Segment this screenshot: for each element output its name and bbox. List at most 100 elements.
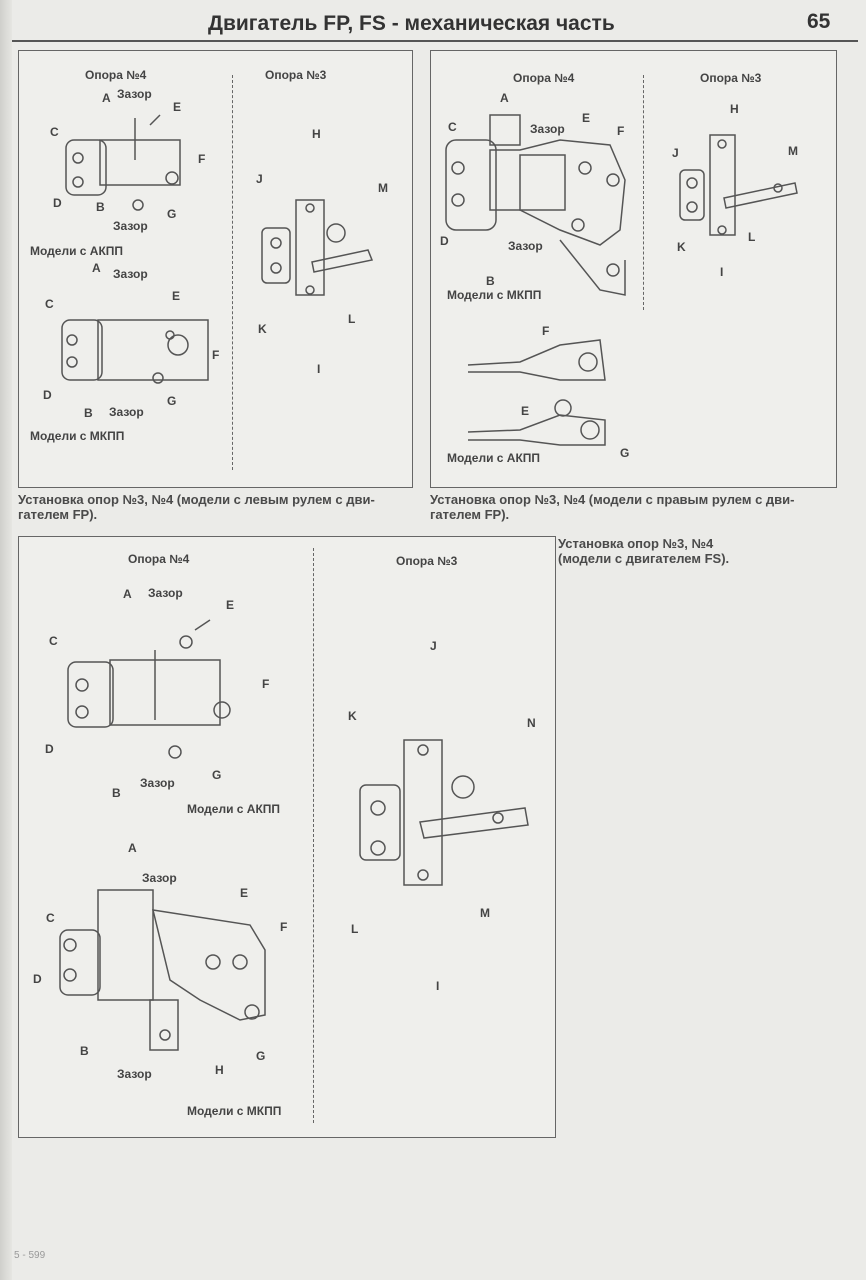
callout-e: E <box>173 100 182 114</box>
fig3-caption: Установка опор №3, №4 (модели с двигател… <box>558 536 730 566</box>
figure-1-frame <box>18 50 413 488</box>
page-title: Двигатель FP, FS - механическая часть <box>208 12 615 35</box>
callout-k: K <box>677 240 686 254</box>
callout-m: M <box>378 181 388 195</box>
callout-h: H <box>312 127 321 141</box>
callout-gap: Зазор <box>113 267 148 281</box>
callout-c: C <box>45 297 54 311</box>
fig2-model-mkpp: Модели с МКПП <box>447 288 542 302</box>
callout-d: D <box>33 972 42 986</box>
callout-g: G <box>167 394 177 408</box>
callout-gap: Зазор <box>142 871 177 885</box>
callout-b: B <box>84 406 93 420</box>
callout-d: D <box>440 234 449 248</box>
fig3-heading-mount-3: Опора №3 <box>396 554 458 568</box>
callout-j: J <box>256 172 263 186</box>
callout-i: I <box>436 979 440 993</box>
callout-gap: Зазор <box>508 239 543 253</box>
callout-a: A <box>128 841 137 855</box>
callout-g: G <box>620 446 630 460</box>
mount-3-drawing-1 <box>261 199 374 296</box>
callout-b: B <box>80 1044 89 1058</box>
page-number: 65 <box>807 10 831 33</box>
callout-i: I <box>720 265 724 279</box>
mount-4-mkpp-drawing-2 <box>445 114 626 296</box>
mount-3-drawing-3 <box>359 739 529 886</box>
callout-gap: Зазор <box>140 776 175 790</box>
callout-l: L <box>348 312 356 326</box>
mount-3-drawing-2 <box>679 134 798 236</box>
callout-gap: Зазор <box>109 405 144 419</box>
callout-gap: Зазор <box>113 219 148 233</box>
callout-gap: Зазор <box>148 586 183 600</box>
callout-a: A <box>92 261 101 275</box>
callout-i: I <box>317 362 321 376</box>
fig3-model-akpp: Модели с АКПП <box>187 802 281 816</box>
page-gutter <box>0 0 12 1280</box>
callout-c: C <box>50 125 59 139</box>
mount-4-akpp-drawing-1 <box>65 114 181 211</box>
callout-l: L <box>351 922 359 936</box>
callout-c: C <box>46 911 55 925</box>
callout-g: G <box>167 207 177 221</box>
figure-2-frame <box>430 50 837 488</box>
figure-1-divider <box>232 75 233 470</box>
mount-4-akpp-drawing-3 <box>67 619 231 759</box>
fig2-heading-mount-4: Опора №4 <box>513 71 575 85</box>
fig1-heading-mount-3: Опора №3 <box>265 68 327 82</box>
callout-d: D <box>53 196 62 210</box>
callout-f: F <box>542 324 550 338</box>
callout-f: F <box>198 152 206 166</box>
callout-a: A <box>102 91 111 105</box>
callout-h: H <box>215 1063 224 1077</box>
callout-a: A <box>123 587 132 601</box>
figure-2-divider <box>643 75 644 310</box>
callout-l: L <box>748 230 756 244</box>
callout-f: F <box>617 124 625 138</box>
mount-4-mkpp-drawing-3 <box>59 889 266 1051</box>
callout-a: A <box>500 91 509 105</box>
callout-f: F <box>262 677 270 691</box>
figure-3-frame <box>18 536 556 1138</box>
callout-e: E <box>172 289 181 303</box>
figure-3-divider <box>313 548 314 1123</box>
callout-j: J <box>430 639 437 653</box>
fig2-caption: Установка опор №3, №4 (модели с правым р… <box>430 492 795 522</box>
callout-gap: Зазор <box>530 122 565 136</box>
callout-h: H <box>730 102 739 116</box>
callout-d: D <box>45 742 54 756</box>
fig3-heading-mount-4: Опора №4 <box>128 552 190 566</box>
callout-m: M <box>480 906 490 920</box>
callout-e: E <box>582 111 591 125</box>
callout-e: E <box>521 404 530 418</box>
callout-gap: Зазор <box>117 87 152 101</box>
akpp-bracket-drawing-2 <box>467 339 606 446</box>
fig2-heading-mount-3: Опора №3 <box>700 71 762 85</box>
callout-c: C <box>448 120 457 134</box>
callout-f: F <box>212 348 220 362</box>
callout-e: E <box>240 886 249 900</box>
footer-code: 5 - 599 <box>14 1250 46 1261</box>
callout-c: C <box>49 634 58 648</box>
callout-b: B <box>96 200 105 214</box>
callout-e: E <box>226 598 235 612</box>
callout-m: M <box>788 144 798 158</box>
callout-b: B <box>112 786 121 800</box>
fig3-model-mkpp: Модели с МКПП <box>187 1104 282 1118</box>
fig1-heading-mount-4: Опора №4 <box>85 68 147 82</box>
callout-j: J <box>672 146 679 160</box>
callout-n: N <box>527 716 536 730</box>
fig1-model-mkpp: Модели с МКПП <box>30 429 125 443</box>
fig2-model-akpp: Модели с АКПП <box>447 451 541 465</box>
callout-b: B <box>486 274 495 288</box>
mount-4-mkpp-drawing-1 <box>61 319 209 384</box>
fig1-caption: Установка опор №3, №4 (модели с левым ру… <box>18 492 375 522</box>
callout-k: K <box>258 322 267 336</box>
callout-k: K <box>348 709 357 723</box>
callout-f: F <box>280 920 288 934</box>
callout-g: G <box>256 1049 266 1063</box>
fig1-model-akpp: Модели с АКПП <box>30 244 124 258</box>
callout-gap: Зазор <box>117 1067 152 1081</box>
callout-g: G <box>212 768 222 782</box>
